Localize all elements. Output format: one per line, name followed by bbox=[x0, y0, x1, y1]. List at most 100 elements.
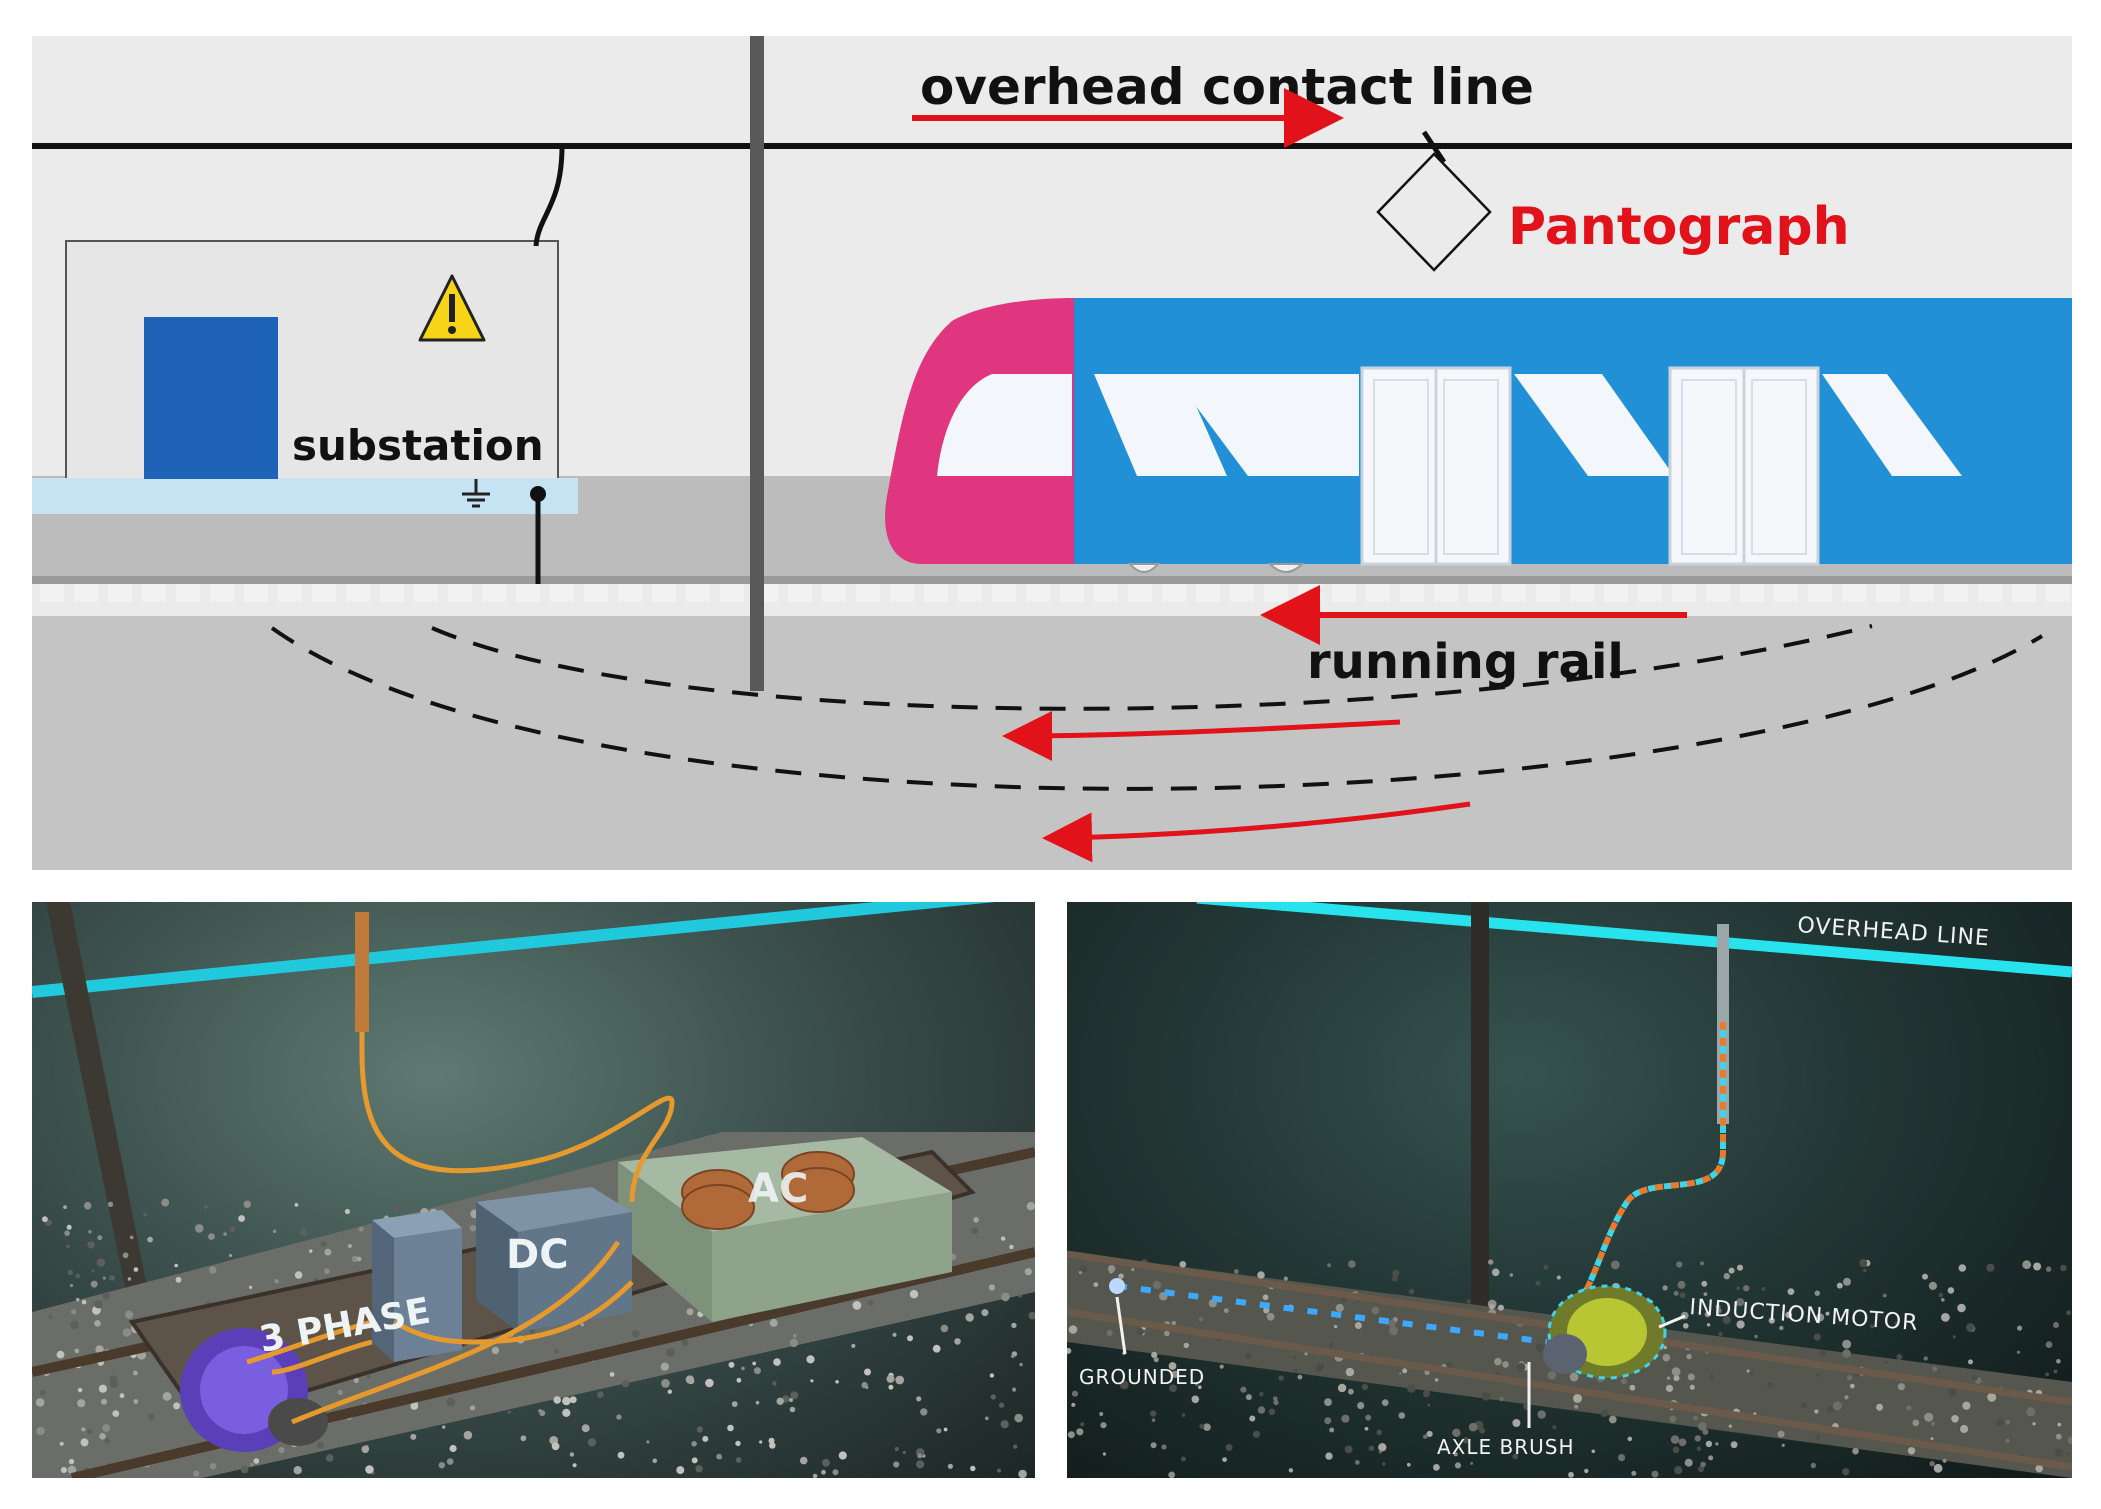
overhead-line bbox=[32, 902, 996, 998]
rail-tie bbox=[1434, 584, 1458, 602]
gravel-stone bbox=[616, 1414, 622, 1420]
gravel-stone bbox=[1080, 1265, 1087, 1273]
gravel-stone bbox=[299, 1228, 308, 1237]
gravel-stone bbox=[1288, 1468, 1294, 1473]
gravel-stone bbox=[832, 1469, 839, 1476]
catenary-mast bbox=[1471, 902, 1489, 1322]
rail-tie bbox=[1230, 584, 1254, 602]
gravel-stone bbox=[1627, 1436, 1633, 1442]
gravel-stone bbox=[1000, 1420, 1009, 1429]
rail-tie bbox=[652, 584, 676, 602]
gravel-stone bbox=[1535, 1343, 1545, 1352]
gravel-stone bbox=[1815, 1435, 1821, 1440]
tram-window bbox=[1094, 374, 1227, 476]
gravel-stone bbox=[148, 1413, 155, 1420]
rail-tie bbox=[924, 584, 948, 602]
gravel-stone bbox=[507, 1410, 511, 1414]
rail-tie bbox=[1332, 584, 1356, 602]
gravel-stone bbox=[1452, 1428, 1461, 1437]
gravel-stone bbox=[867, 1300, 874, 1306]
gravel-stone bbox=[1422, 1390, 1430, 1398]
gravel-stone bbox=[822, 1458, 830, 1467]
gravel-stone bbox=[414, 1401, 418, 1406]
gravel-stone bbox=[789, 1398, 793, 1402]
gravel-stone bbox=[90, 1280, 98, 1288]
gravel-stone bbox=[1107, 1265, 1116, 1273]
gravel-stone bbox=[1584, 1468, 1589, 1474]
gravel-stone bbox=[410, 1433, 417, 1440]
gravel-stone bbox=[1618, 1454, 1626, 1462]
gravel-stone bbox=[666, 1347, 675, 1357]
rail-tie bbox=[992, 584, 1016, 602]
gravel-stone bbox=[1801, 1402, 1808, 1409]
gravel-stone bbox=[617, 1451, 625, 1459]
gravel-stone bbox=[1378, 1443, 1387, 1452]
gravel-stone bbox=[1151, 1418, 1156, 1422]
gravel-stone bbox=[36, 1426, 45, 1436]
gravel-stone bbox=[1026, 1202, 1035, 1211]
rail bbox=[1067, 1308, 2072, 1471]
gravel-stone bbox=[1406, 1462, 1411, 1467]
gravel-stone bbox=[1169, 1384, 1177, 1393]
gravel-stone bbox=[1708, 1455, 1714, 1461]
gravel-stone bbox=[102, 1276, 106, 1280]
gravel-stone bbox=[98, 1384, 107, 1393]
gravel-stone bbox=[572, 1463, 577, 1468]
gravel-stone bbox=[272, 1229, 277, 1234]
induction-motor-pointer bbox=[1658, 1314, 1686, 1329]
traction-motor bbox=[180, 1328, 328, 1452]
warning-sign-icon bbox=[418, 274, 486, 342]
gravel-stone bbox=[727, 1424, 734, 1432]
gravel-stone bbox=[39, 1390, 46, 1396]
rail-tie bbox=[890, 584, 914, 602]
gravel-stone bbox=[1102, 1452, 1106, 1456]
overhead-contact-line-label: overhead contact line bbox=[920, 58, 1534, 116]
gravel-stone bbox=[470, 1405, 476, 1411]
gravel-stone bbox=[685, 1375, 695, 1384]
gravel-stone bbox=[2053, 1322, 2059, 1328]
gravel-stone bbox=[324, 1248, 332, 1256]
gravel-stone bbox=[569, 1452, 575, 1457]
gravel-stone bbox=[64, 1230, 70, 1236]
gravel-stone bbox=[1453, 1452, 1458, 1457]
gravel-stone bbox=[1078, 1271, 1082, 1275]
gravel-stone bbox=[94, 1300, 103, 1309]
tram-door bbox=[1360, 366, 1512, 566]
gravel-stone bbox=[1816, 1373, 1820, 1378]
gravel-stone bbox=[569, 1396, 577, 1404]
pantograph-label: Pantograph bbox=[1508, 197, 1850, 257]
gravel-stone bbox=[702, 1435, 709, 1442]
gravel-stone bbox=[1912, 1419, 1920, 1427]
gravel-stone bbox=[2033, 1262, 2042, 1271]
gravel-stone bbox=[491, 1346, 500, 1355]
gravel-stone bbox=[971, 1227, 979, 1234]
gravel-stone bbox=[1168, 1471, 1176, 1478]
gravel-stone bbox=[1259, 1392, 1264, 1397]
gravel-stone bbox=[1426, 1430, 1433, 1437]
gravel-stone bbox=[278, 1447, 285, 1454]
gravel-stone bbox=[894, 1446, 899, 1452]
rail-tie bbox=[1366, 584, 1390, 602]
gravel-stone bbox=[947, 1463, 954, 1469]
gravel-stone bbox=[104, 1438, 111, 1444]
gravel-stone bbox=[2045, 1372, 2049, 1377]
gravel-stone bbox=[209, 1463, 217, 1470]
gravel-stone bbox=[1723, 1273, 1730, 1280]
gravel-stone bbox=[1001, 1292, 1010, 1302]
tram-window bbox=[1822, 374, 1962, 476]
gravel-stone bbox=[1842, 1349, 1851, 1358]
gravel-stone bbox=[1706, 1323, 1711, 1327]
gravel-stone bbox=[1151, 1351, 1158, 1358]
gravel-stone bbox=[1813, 1333, 1821, 1341]
gravel-stone bbox=[1677, 1280, 1686, 1289]
gravel-stone bbox=[1233, 1269, 1239, 1274]
gravel-stone bbox=[580, 1323, 584, 1327]
gravel-stone bbox=[109, 1275, 116, 1281]
gravel-stone bbox=[1746, 1369, 1750, 1373]
gravel-stone bbox=[66, 1224, 72, 1230]
tram-door bbox=[1668, 366, 1820, 566]
gravel-stone bbox=[60, 1467, 67, 1473]
gravel-stone bbox=[71, 1309, 77, 1315]
rail-tie bbox=[278, 584, 302, 602]
gravel-stone bbox=[1826, 1406, 1834, 1413]
